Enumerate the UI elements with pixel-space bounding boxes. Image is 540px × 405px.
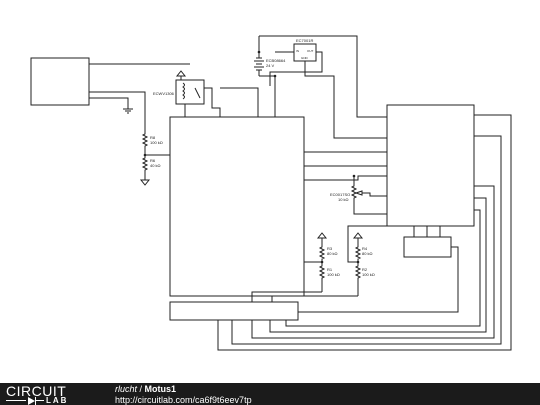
r6-value-label: 40 kΩ [150, 163, 161, 168]
wire [298, 246, 459, 313]
resistor-r4[interactable] [354, 244, 362, 262]
r4-name-label: R4 [362, 246, 368, 251]
r2-value-label: 100 kΩ [362, 272, 375, 277]
junction-dot [257, 50, 261, 54]
supply-arrow [175, 70, 187, 77]
wire [347, 225, 387, 263]
wire [259, 35, 387, 118]
junction-dot [320, 260, 324, 264]
separator: / [137, 384, 145, 394]
pot-name-label: EC0017SO [330, 192, 350, 197]
relay-name-label: ECWV1306 [153, 91, 175, 96]
circuit-schematic: ECWV1306 ECB08664 24 V EC7001R IN OUT GN… [30, 35, 512, 351]
battery[interactable] [254, 57, 264, 71]
supply-arrow [316, 232, 328, 239]
wire [89, 97, 129, 109]
wire [304, 61, 387, 139]
r8-name-label: R8 [150, 135, 156, 140]
left-module-block[interactable] [30, 57, 90, 106]
ground-arrow [139, 179, 151, 186]
regulator-out-label: OUT [307, 49, 314, 53]
battery-name-label: ECB08664 [266, 58, 286, 63]
logo-brand-bottom: LAB [46, 396, 69, 405]
battery-value-label: 24 V [266, 63, 275, 68]
r6-name-label: R6 [150, 158, 156, 163]
circuit-meta: rlucht / Motus1 http://circuitlab.com/ca… [115, 384, 252, 405]
author-link[interactable]: rlucht [115, 384, 138, 394]
relay-coil[interactable] [175, 79, 205, 105]
r2-name-label: R2 [362, 267, 368, 272]
logo-brand-top: CIRCUIT [6, 383, 67, 399]
resistor-r6[interactable] [141, 155, 149, 180]
logo-diode-bar [35, 397, 36, 405]
wire [271, 295, 358, 302]
junction-dot [273, 74, 277, 78]
wire [259, 75, 276, 117]
footer-bar: CIRCUIT LAB rlucht / Motus1 http://circu… [0, 383, 540, 405]
potentiometer[interactable] [350, 184, 387, 215]
supply-arrow [352, 232, 364, 239]
circuitlab-logo[interactable]: CIRCUIT LAB [6, 383, 102, 405]
logo-wire [6, 400, 26, 401]
wire [269, 51, 323, 86]
wire [354, 262, 362, 296]
pot-wiper-arrow [354, 190, 363, 196]
logo-diode-icon [28, 397, 35, 405]
circuit-title[interactable]: Motus1 [144, 384, 177, 394]
wire [204, 87, 221, 117]
wire [231, 135, 502, 345]
wire [89, 91, 146, 131]
resistor-r8[interactable] [141, 131, 149, 150]
regulator-name-label: EC7001R [296, 38, 313, 43]
ground-symbol [123, 108, 133, 114]
r4-value-label: 80 kΩ [362, 251, 373, 256]
wire [285, 209, 481, 327]
junction-dot [352, 174, 356, 178]
junction-dot [143, 153, 147, 157]
bottom-driver-block[interactable] [169, 301, 299, 321]
wire [362, 192, 387, 197]
r3-value-label: 80 kΩ [327, 251, 338, 256]
wire [251, 185, 495, 339]
wire [220, 87, 259, 117]
connector-block[interactable] [403, 236, 452, 258]
wire [144, 150, 170, 156]
resistor-r3[interactable] [318, 244, 326, 262]
main-controller-block[interactable] [169, 116, 305, 297]
logo-symbol: LAB [6, 396, 102, 405]
pot-value-label: 10 kΩ [338, 197, 349, 202]
resistor-r1[interactable] [318, 262, 326, 292]
circuit-url-link[interactable]: http://circuitlab.com/ca6f9t6eev7tp [115, 395, 252, 405]
wire [217, 114, 512, 351]
wire [304, 175, 387, 181]
r1-name-label: R1 [327, 267, 333, 272]
r1-value-label: 100 kΩ [327, 272, 340, 277]
junction-dot [356, 260, 360, 264]
r8-value-label: 100 kΩ [150, 140, 163, 145]
regulator-in-label: IN [296, 49, 299, 53]
r3-name-label: R3 [327, 246, 333, 251]
logo-wire [36, 400, 44, 401]
wire [251, 291, 322, 302]
regulator-gnd-label: GND [301, 56, 309, 60]
wire [269, 197, 487, 333]
right-controller-block[interactable] [386, 104, 475, 227]
